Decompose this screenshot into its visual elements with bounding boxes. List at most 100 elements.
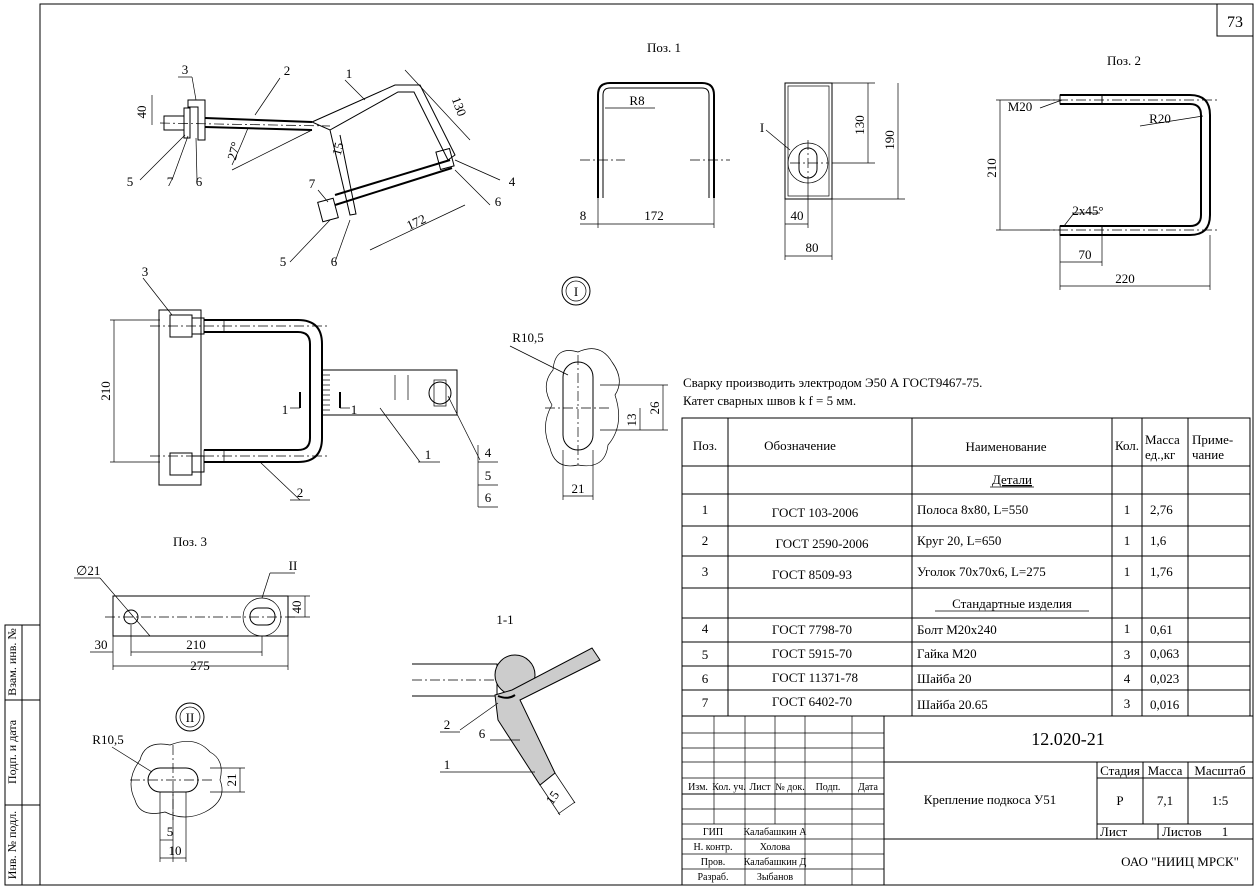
pos1-views: Поз. 1 R8 172 8 I 130 190 40 80 [580,40,905,260]
scale-value: 1:5 [1212,793,1229,808]
pos2-dim-chamfer: 2x45° [1072,203,1103,218]
pos2-view: Поз. 2 M20 R20 210 2x45° 70 220 [984,53,1220,290]
dim-40: 40 [134,106,149,119]
detail-I-view: I R10,5 26 13 21 [509,276,668,500]
svg-text:3: 3 [702,564,709,579]
table-row: 3 ГОСТ 8509-93 Уголок 70х70х6, L=275 1 1… [702,564,1174,582]
svg-text:Болт М20х240: Болт М20х240 [917,622,997,637]
rev-header-doc: № док. [775,782,805,793]
table-row: 5 ГОСТ 5915-70 Гайка М20 3 0,063 [702,646,1180,662]
role-developed: Разраб. [698,872,729,883]
doc-number: 12.020-21 [1031,729,1105,749]
organization: ОАО "НИИЦ МРСК" [1121,854,1239,869]
person-gip: Калабашкин А [743,827,807,838]
assembly-isometric-view: 40 130 27° 15 172 3 2 1 5 7 6 4 6 7 5 6 [127,62,516,269]
specification-table: Поз. Обозначение Наименование Кол. Масса… [681,417,1251,717]
mass-label: Масса [1148,763,1183,778]
svg-text:Круг 20, L=650: Круг 20, L=650 [917,533,1001,548]
spec-header-name: Наименование [966,439,1047,454]
pos1-dim-40: 40 [791,208,804,223]
pos2-dim-220: 220 [1115,271,1135,286]
sheet-number-box [1216,3,1254,37]
pos2-dim-m20: M20 [1008,99,1033,114]
table-row: 6 ГОСТ 11371-78 Шайба 20 4 0,023 [702,670,1180,686]
detail-I-dim-13: 13 [624,414,639,427]
callout-7-iso: 7 [309,176,316,191]
role-norm-control: Н. контр. [694,842,733,853]
cut-mark-right: 1 [351,402,358,417]
detail-I-dim-26: 26 [647,401,662,415]
callout-1-top: 1 [346,66,353,81]
svg-text:6: 6 [702,671,709,686]
detail-I-label: I [574,284,578,299]
svg-text:3: 3 [1124,696,1131,711]
callout-2-section: 2 [444,717,451,732]
svg-text:ГОСТ 6402-70: ГОСТ 6402-70 [772,694,852,709]
svg-text:3: 3 [1124,647,1131,662]
callout-5-main: 5 [485,468,492,483]
rev-header-sign: Подп. [816,782,841,793]
pos1-detail-ref-I: I [760,120,764,135]
svg-text:1,6: 1,6 [1150,533,1167,548]
dim-130: 130 [449,95,470,118]
person-norm-control: Холова [760,842,791,853]
note-welding-electrode: Сварку производить электродом Э50 А ГОСТ… [683,375,982,390]
table-row: 1 ГОСТ 103-2006 Полоса 8х80, L=550 1 2,7… [702,502,1174,520]
pos2-dim-70: 70 [1079,247,1092,262]
dim-172: 172 [404,211,428,233]
sheets-value: 1 [1222,824,1229,839]
pos3-dim-275: 275 [190,658,210,673]
svg-text:0,016: 0,016 [1150,697,1180,712]
svg-text:1,76: 1,76 [1150,564,1173,579]
pos3-dim-dia21: ∅21 [76,563,100,578]
svg-text:ГОСТ 7798-70: ГОСТ 7798-70 [772,622,852,637]
section-1-1-view: 1-1 2 1 6 15 [412,612,601,816]
person-checked: Калабашкин Д [744,857,807,868]
stage-value: Р [1116,793,1123,808]
svg-text:1: 1 [1124,621,1131,636]
callout-2-main: 2 [297,485,304,500]
svg-text:1: 1 [702,502,709,517]
pos1-dim-80: 80 [806,240,819,255]
detail-I-dim-21: 21 [572,481,585,496]
pos3-view: Поз. 3 ∅21 II 40 30 210 275 [74,534,310,673]
table-row: 7 ГОСТ 6402-70 Шайба 20.65 3 0,016 [702,694,1180,712]
svg-text:Шайба 20: Шайба 20 [917,671,971,686]
spec-header-pos: Поз. [693,438,717,453]
pos1-dim-190: 190 [882,130,897,150]
svg-text:4: 4 [1124,671,1131,686]
svg-text:Гайка М20: Гайка М20 [917,646,977,661]
svg-text:ГОСТ 11371-78: ГОСТ 11371-78 [772,670,858,685]
pos3-dim-210: 210 [186,637,206,652]
stamp-inv-orig: Инв. № подл. [5,811,19,879]
pos1-dim-130: 130 [852,115,867,135]
pos3-dim-40: 40 [289,601,304,614]
spec-header-qty: Кол. [1115,438,1139,453]
pos3-dim-30: 30 [95,637,108,652]
section-dim-15: 15 [542,788,562,807]
callout-4-main: 4 [485,445,492,460]
svg-text:1: 1 [1124,502,1131,517]
spec-header-designation: Обозначение [764,438,836,453]
rev-header-sheet: Лист [750,782,772,793]
stage-label: Стадия [1100,763,1140,778]
table-row: 4 ГОСТ 7798-70 Болт М20х240 1 0,61 [702,621,1173,637]
spec-header-note: Приме-чание [1192,432,1233,462]
svg-text:ГОСТ 2590-2006: ГОСТ 2590-2006 [776,536,869,551]
svg-text:ГОСТ 8509-93: ГОСТ 8509-93 [772,567,852,582]
table-row: 2 ГОСТ 2590-2006 Круг 20, L=650 1 1,6 [702,533,1167,551]
callout-6-top: 6 [196,174,203,189]
dim-15: 15 [329,141,347,157]
svg-text:5: 5 [702,647,709,662]
pos2-dim-r20: R20 [1149,111,1171,126]
drawing-title: Крепление подкоса У51 [924,792,1056,807]
rev-header-change: Изм. [688,782,708,793]
pos1-dim-r8: R8 [629,93,644,108]
svg-text:0,023: 0,023 [1150,671,1179,686]
person-developed: Зыбанов [757,872,794,883]
detail-II-dim-r: R10,5 [92,732,123,747]
svg-text:1: 1 [1124,533,1131,548]
detail-II-label: II [186,710,195,725]
